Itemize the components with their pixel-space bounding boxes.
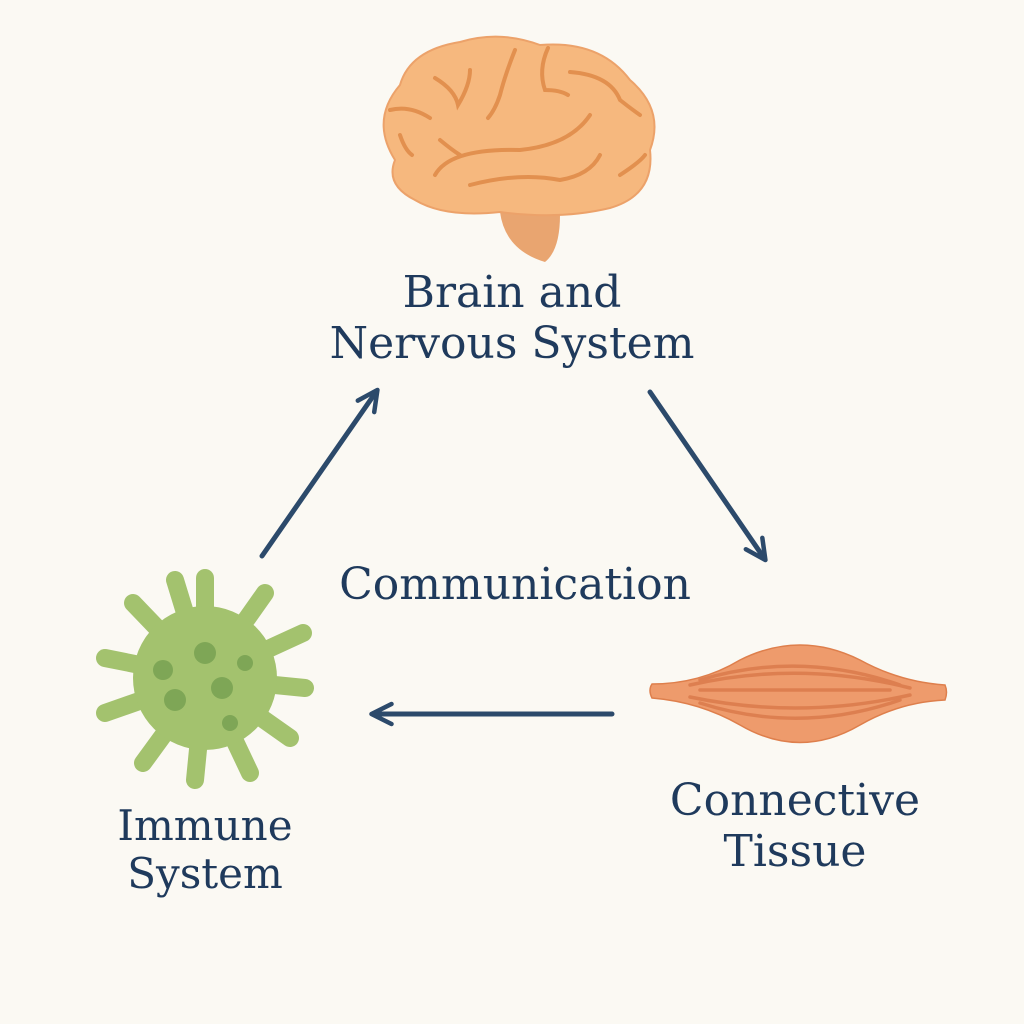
tissue-label: Connective Tissue bbox=[650, 775, 940, 877]
center-title: Communication bbox=[339, 559, 691, 610]
brain-label: Brain and Nervous System bbox=[312, 267, 712, 369]
tissue-label-line2: Tissue bbox=[723, 825, 867, 877]
immune-cell-icon bbox=[96, 569, 314, 789]
arrow-immune-to-brain bbox=[259, 387, 380, 559]
brain-label-line2: Nervous System bbox=[329, 317, 695, 369]
immune-label: Immune System bbox=[60, 801, 350, 899]
brain-icon bbox=[382, 35, 656, 262]
immune-label-line1: Immune bbox=[117, 801, 293, 850]
tissue-label-line1: Connective bbox=[669, 775, 921, 826]
immune-label-line2: System bbox=[127, 849, 283, 899]
muscle-icon bbox=[649, 644, 948, 744]
brain-label-line1: Brain and bbox=[402, 267, 622, 318]
arrow-brain-to-tissue bbox=[647, 389, 768, 563]
